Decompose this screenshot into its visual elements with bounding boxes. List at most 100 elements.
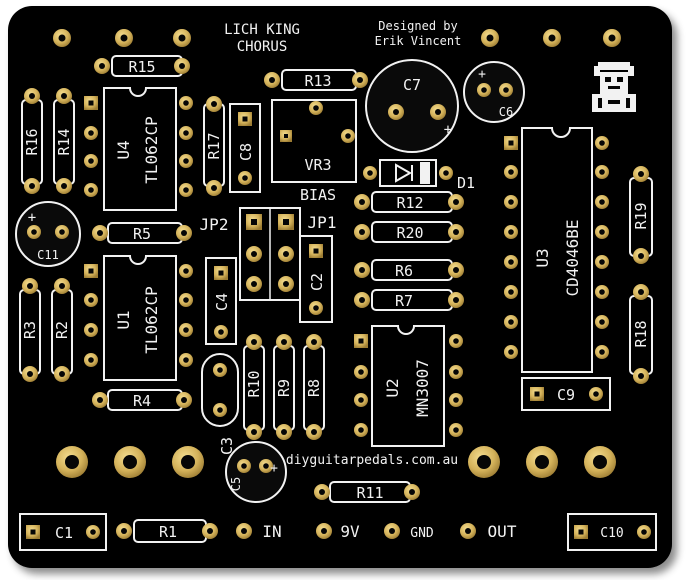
capacitor-c3: C3	[201, 353, 239, 455]
top-right-pads	[481, 29, 621, 47]
c5-label: C5	[229, 477, 243, 491]
c10-label: C10	[600, 526, 623, 541]
ic-u2: U2 MN3007	[354, 325, 463, 447]
capacitor-c5: + C5	[225, 441, 287, 503]
u2-ref: U2	[383, 378, 402, 397]
r20-label: R20	[396, 224, 423, 242]
resistor-r15: R15	[94, 55, 190, 77]
u1-part: TL062CP	[142, 286, 161, 353]
r1-label: R1	[159, 523, 177, 541]
bias-label: BIAS	[300, 186, 336, 204]
capacitor-c11: + C11	[15, 201, 81, 267]
jumper-block: JP2 JP1	[200, 207, 337, 301]
c1-label: C1	[55, 524, 73, 542]
resistor-r3: R3	[19, 278, 41, 382]
io-9v: 9V	[316, 522, 360, 541]
ic-u4: U4 TL062CP	[84, 87, 193, 211]
resistor-r17: R17	[203, 96, 225, 196]
u4-ref: U4	[114, 140, 133, 159]
resistor-r16: R16	[21, 88, 43, 194]
c11-plus: +	[28, 210, 36, 226]
r15-label: R15	[128, 58, 155, 76]
u3-part: CD4046BE	[563, 219, 582, 296]
r8-label: R8	[305, 379, 323, 397]
u2-part: MN3007	[413, 359, 432, 417]
r17-label: R17	[205, 132, 223, 159]
u4-part: TL062CP	[142, 116, 161, 183]
resistor-r13: R13	[264, 69, 368, 91]
vr3-label: VR3	[304, 156, 331, 174]
resistor-r9: R9	[273, 334, 295, 440]
c4-label: C4	[213, 293, 231, 311]
resistor-r7: R7	[354, 289, 464, 311]
top-left-pads	[53, 29, 191, 47]
jp2-label: JP2	[200, 215, 229, 234]
title-line-1: LICH KING	[224, 22, 300, 38]
resistor-r18: R18	[629, 284, 653, 384]
r13-label: R13	[304, 72, 331, 90]
resistor-r11: R11	[314, 481, 420, 503]
pot-pads-right	[468, 446, 616, 478]
r10-label: R10	[245, 370, 263, 397]
r19-label: R19	[632, 202, 650, 229]
resistor-r10: R10	[243, 334, 265, 440]
jp1-label: JP1	[308, 213, 337, 232]
resistor-r20: R20	[354, 221, 464, 243]
lich-king-logo	[592, 62, 636, 112]
d1-label: D1	[457, 174, 475, 192]
credit-line-1: Designed by	[378, 19, 457, 33]
resistor-r19: R19	[629, 166, 653, 264]
ic-u1: U1 TL062CP	[84, 255, 193, 381]
website-label: diyguitarpedals.com.au	[286, 453, 458, 468]
capacitor-c8: C8	[229, 103, 261, 193]
capacitor-c1: C1	[19, 513, 107, 551]
ic-u3: U3 CD4046BE	[504, 127, 609, 373]
credit-line-2: Erik Vincent	[375, 34, 462, 48]
c9-label: C9	[557, 386, 575, 404]
capacitor-c2: C2	[299, 235, 333, 323]
u1-ref: U1	[114, 310, 133, 329]
trimmer-vr3: VR3 BIAS	[271, 99, 357, 204]
c7-label: C7	[403, 76, 421, 94]
r7-label: R7	[395, 292, 413, 310]
resistor-r5: R5	[92, 222, 192, 244]
c7-plus: +	[444, 122, 452, 138]
c8-label: C8	[237, 143, 255, 161]
resistor-r8: R8	[303, 334, 325, 440]
r5-label: R5	[133, 225, 151, 243]
pot-pads-left	[56, 446, 204, 478]
r4-label: R4	[133, 392, 151, 410]
r18-label: R18	[632, 320, 650, 347]
c5-plus: +	[270, 461, 278, 476]
capacitor-c9: C9	[521, 377, 611, 411]
c6-label: C6	[499, 105, 513, 119]
resistor-r4: R4	[92, 389, 192, 411]
io-9v-label: 9V	[340, 522, 360, 541]
io-in-label: IN	[262, 522, 281, 541]
io-out: OUT	[460, 522, 517, 541]
resistor-r12: R12	[354, 191, 464, 213]
r2-label: R2	[53, 321, 71, 339]
resistor-r6: R6	[354, 259, 464, 281]
c3-label: C3	[218, 437, 236, 455]
c6-plus: +	[478, 67, 486, 82]
capacitor-c6: + C6	[463, 61, 525, 123]
c2-label: C2	[308, 273, 326, 291]
capacitor-c7: C7 +	[365, 59, 459, 153]
r3-label: R3	[21, 321, 39, 339]
r9-label: R9	[275, 379, 293, 397]
r11-label: R11	[356, 484, 383, 502]
r16-label: R16	[23, 128, 41, 155]
u3-ref: U3	[533, 248, 552, 267]
r14-label: R14	[55, 128, 73, 155]
io-gnd: GND	[384, 523, 434, 541]
io-out-label: OUT	[488, 522, 517, 541]
resistor-r2: R2	[51, 278, 73, 382]
capacitor-c4: C4	[205, 257, 237, 345]
resistor-r14: R14	[53, 88, 75, 194]
r6-label: R6	[395, 262, 413, 280]
io-in: IN	[236, 522, 282, 541]
r12-label: R12	[396, 194, 423, 212]
resistor-r1: R1	[116, 519, 218, 543]
